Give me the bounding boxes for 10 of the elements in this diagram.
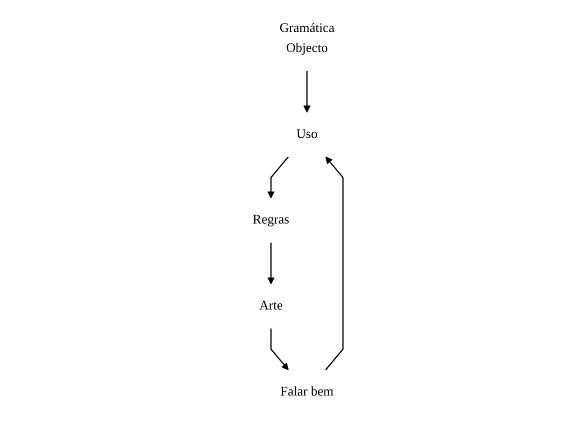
node-text: Arte: [260, 298, 284, 313]
node-text: Falar bem: [280, 384, 334, 399]
node-text: Gramática Objecto: [280, 21, 335, 56]
node-text: Uso: [296, 127, 318, 142]
arrow: [268, 242, 276, 284]
arrow: [268, 156, 290, 198]
node-text: Regras: [253, 212, 290, 228]
arrow: [326, 156, 344, 370]
arrow: [304, 71, 312, 113]
arrow: [270, 328, 290, 370]
